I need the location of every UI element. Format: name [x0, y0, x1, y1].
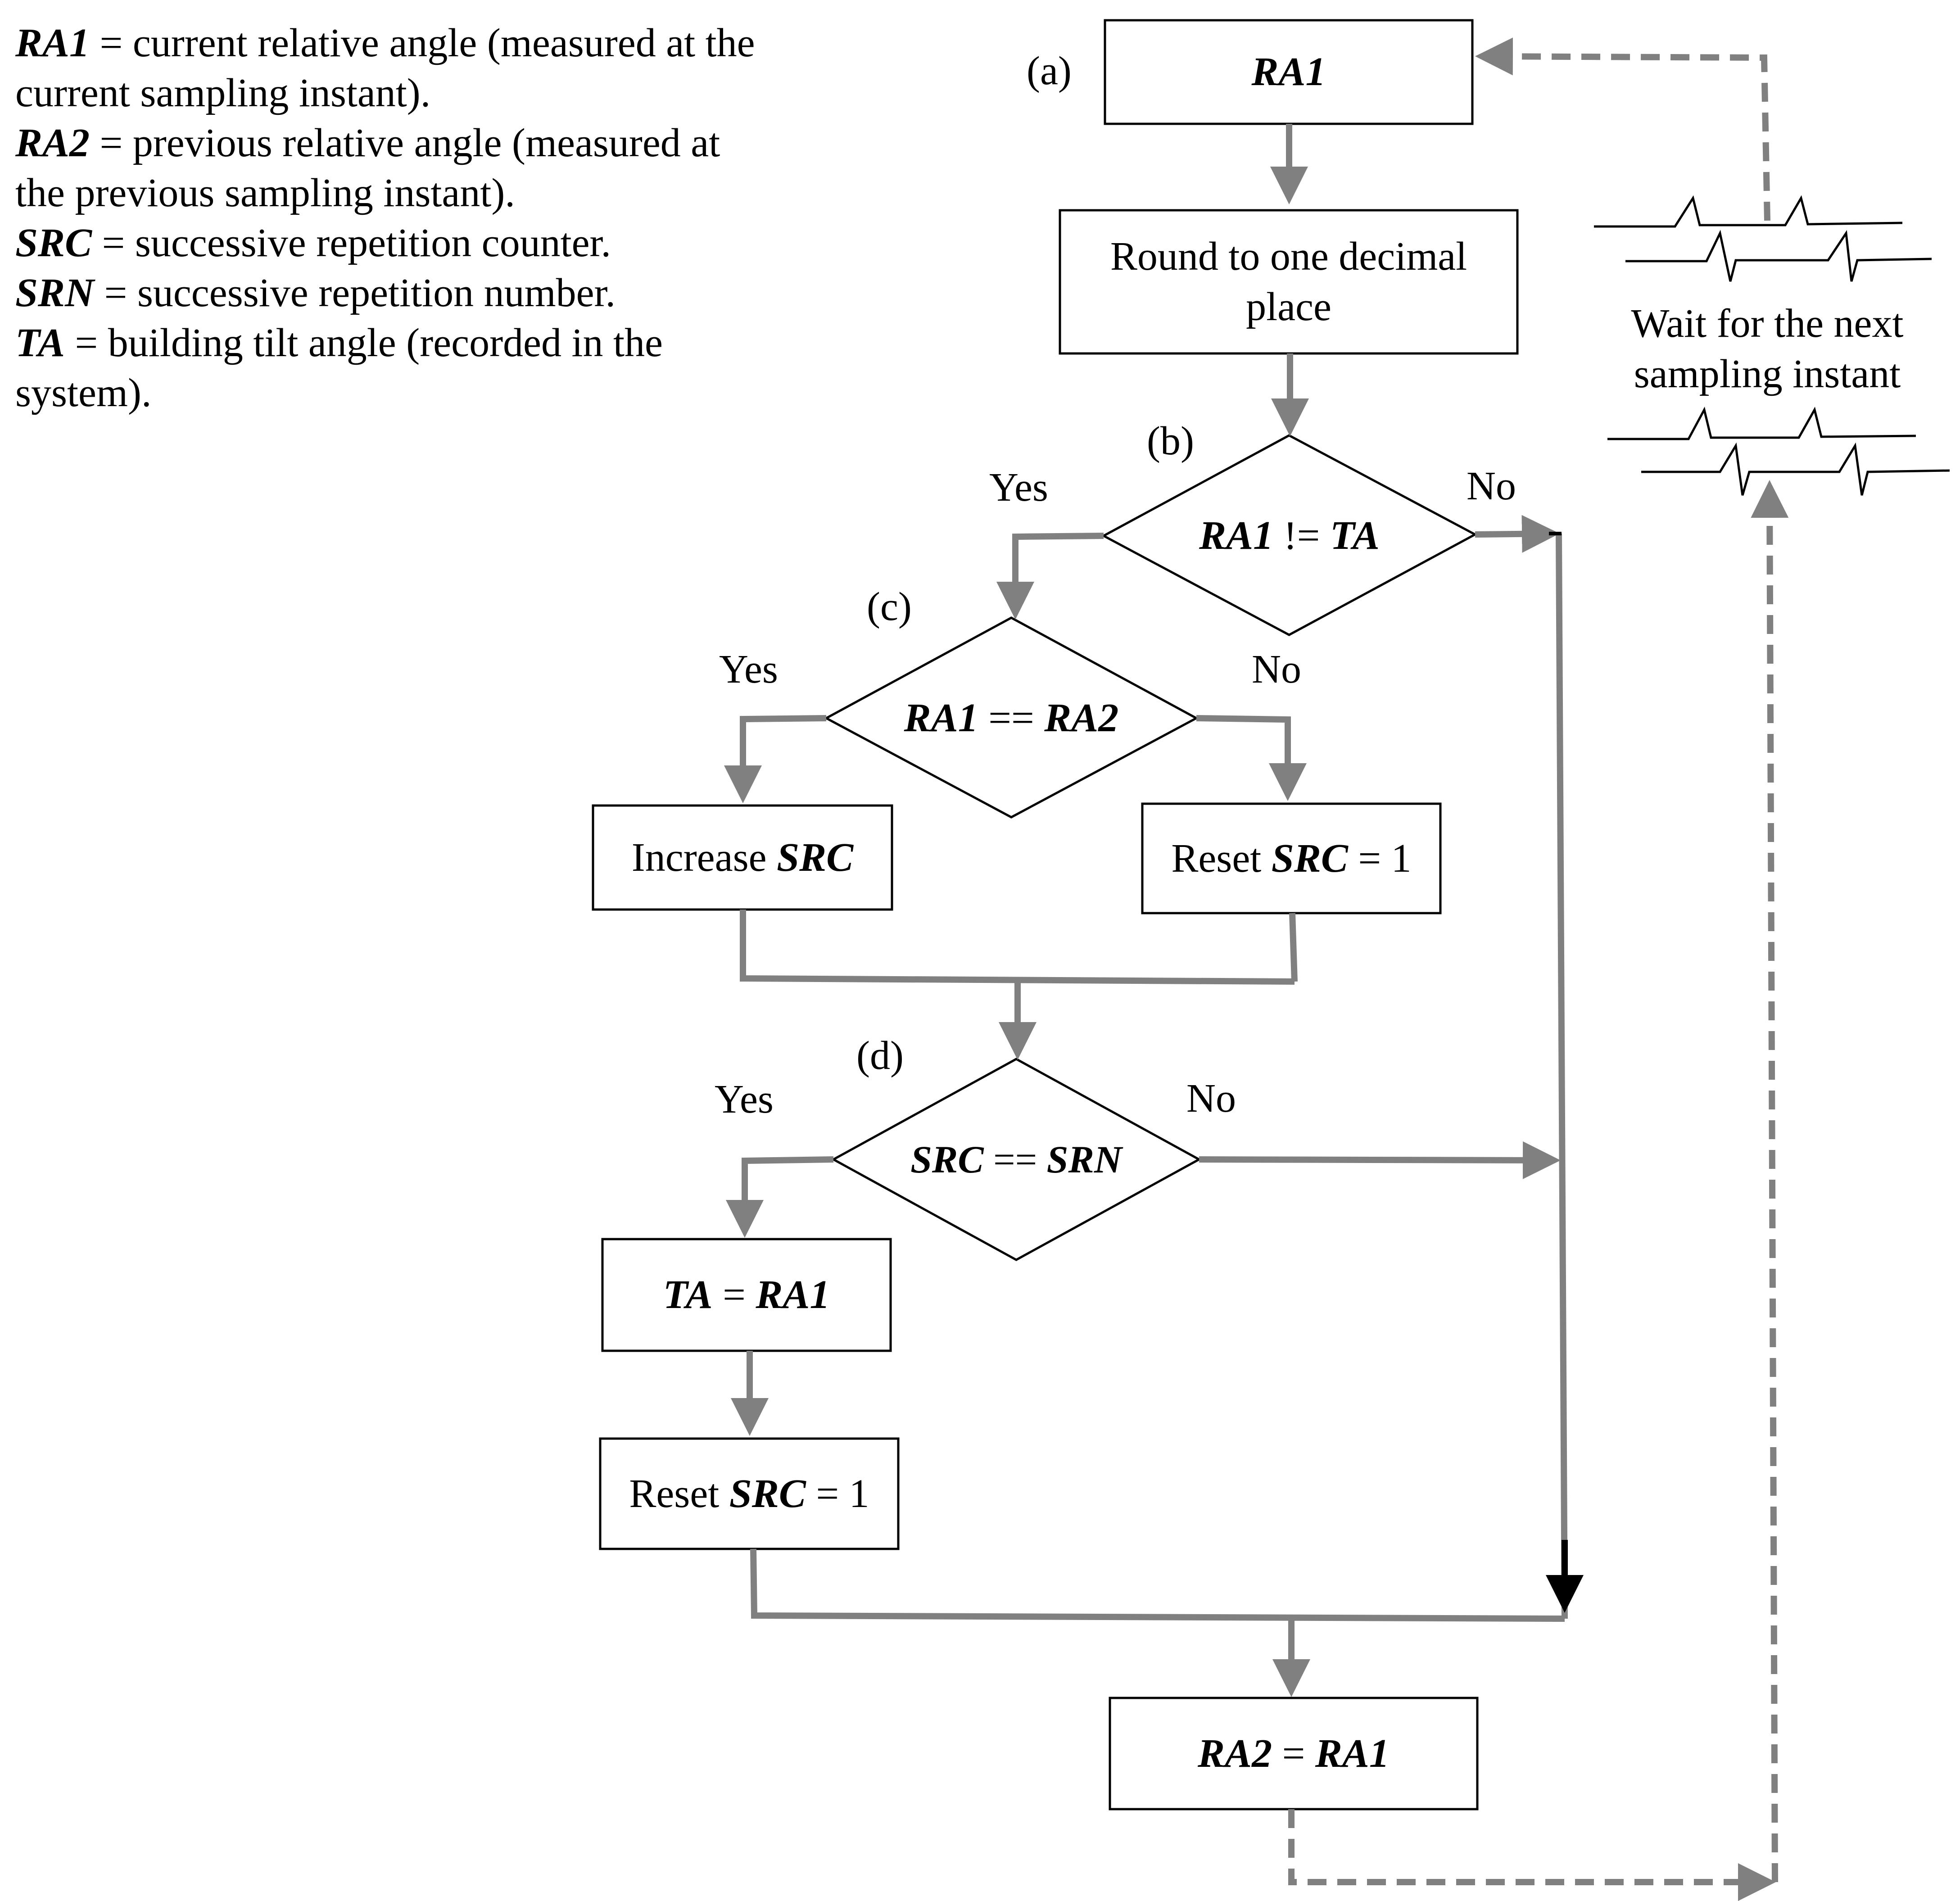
merge-bottom: [750, 1548, 1565, 1622]
legend-line-5: SRC = successive repetition counter.: [15, 221, 611, 265]
reset-src-c-label: Reset SRC = 1: [1171, 836, 1412, 881]
break-symbol-top: [1594, 195, 1932, 282]
branch-c-no: No: [1252, 647, 1301, 692]
ra1-box-label: RA1: [1251, 50, 1326, 94]
wait-label: Wait for the next sampling instant: [1594, 297, 1941, 401]
round-box-line-1: Round to one decimal: [1110, 234, 1467, 279]
step-label-b: (b): [1147, 419, 1194, 463]
wait-line-2: sampling instant: [1634, 352, 1901, 396]
arrow-d-yes: [726, 1156, 834, 1238]
ta-eq-ra1-label: TA = RA1: [663, 1272, 830, 1317]
legend-line-1: RA1 = current relative angle (measured a…: [15, 21, 755, 65]
step-label-a: (a): [1027, 49, 1072, 93]
ta-eq-ra1-box: [601, 1238, 892, 1352]
legend-line-8: system).: [15, 371, 152, 415]
break-symbol-bottom: [1607, 407, 1950, 496]
branch-d-no: No: [1186, 1076, 1236, 1121]
merge-c-right: [1289, 913, 1298, 982]
step-label-d: (d): [856, 1033, 904, 1078]
merge-c-left: [740, 910, 1295, 985]
dashed-loop: [1288, 37, 1789, 1901]
decision-b-label: RA1 != TA: [1199, 513, 1380, 558]
decision-b-diamond: [1101, 434, 1478, 636]
round-box: [1059, 209, 1519, 355]
increase-src-label: Increase SRC: [631, 835, 854, 880]
round-box-label: Round to one decimal place: [1060, 210, 1517, 353]
increase-src-box: [592, 804, 893, 911]
decision-d-label: SRC == SRN: [910, 1138, 1122, 1181]
ra1-box: [1104, 19, 1474, 125]
wait-line-1: Wait for the next: [1631, 301, 1904, 346]
legend-line-6: SRN = successive repetition number.: [15, 271, 616, 315]
reset-src-d-label: Reset SRC = 1: [629, 1471, 869, 1516]
reset-src-c-box: [1141, 802, 1442, 914]
dashed-up-right: [1751, 480, 1789, 1883]
step-label-c: (c): [867, 584, 912, 629]
reset-src-d-box: [599, 1437, 900, 1550]
legend-line-2: current sampling instant).: [15, 71, 431, 115]
ra2-eq-ra1-box: [1109, 1697, 1479, 1810]
branch-b-no: No: [1467, 464, 1516, 508]
branch-c-yes: Yes: [719, 647, 778, 692]
connectors: [724, 124, 1568, 1697]
legend: RA1 = current relative angle (measured a…: [15, 18, 871, 418]
dashed-top-return: [1475, 37, 1770, 221]
vertical-no-bus: [1556, 533, 1568, 1619]
arrow-c-no: [1196, 715, 1307, 801]
branch-d-yes: Yes: [715, 1077, 774, 1122]
legend-line-3: RA2 = previous relative angle (measured …: [15, 121, 720, 165]
decision-c-label: RA1 == RA2: [904, 696, 1119, 740]
dashed-ra2-down: [1288, 1809, 1776, 1901]
arrow-c-yes: [724, 715, 827, 803]
arrow-d-no: [1199, 1141, 1561, 1179]
arrow-b-yes: [996, 533, 1104, 620]
decision-d-diamond: [831, 1058, 1202, 1261]
decision-c-diamond: [824, 616, 1199, 819]
legend-line-7: TA = building tilt angle (recorded in th…: [15, 321, 663, 365]
legend-line-4: the previous sampling instant).: [15, 171, 515, 215]
branch-b-yes: Yes: [989, 465, 1048, 510]
ra2-eq-ra1-label: RA2 = RA1: [1198, 1731, 1390, 1776]
round-box-line-2: place: [1246, 285, 1331, 329]
